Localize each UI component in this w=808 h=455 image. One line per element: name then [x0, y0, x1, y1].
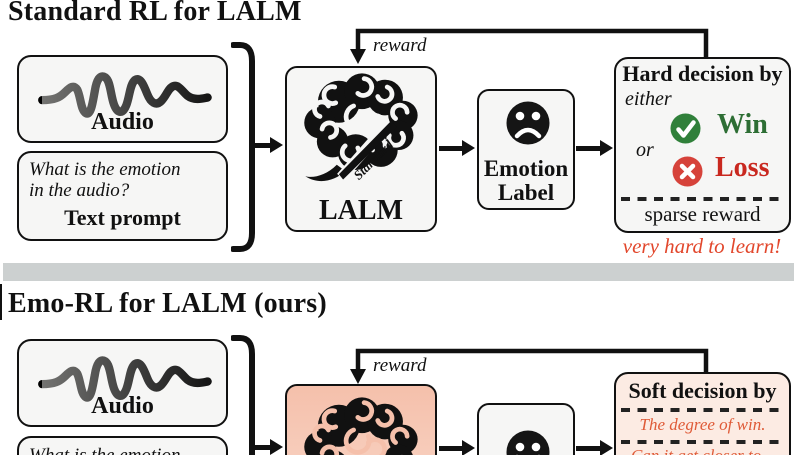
brain-icon [299, 394, 425, 455]
audio-box-top: Audio [17, 55, 228, 143]
arrow-emotion-to-decision-bottom [576, 446, 601, 451]
soft-line-1: The degree of win. [639, 415, 766, 434]
loss-label: Loss [715, 152, 770, 183]
prompt-line-2: in the audio? [29, 180, 130, 202]
either-label: either [625, 88, 672, 110]
emotion-label-line1: Emotion [483, 156, 569, 181]
hard-caption: very hard to learn! [622, 234, 782, 258]
arrow-input-to-lalm-bottom [250, 445, 271, 450]
section-title-standard-rl: Standard RL for LALM [8, 0, 302, 27]
win-label: Win [717, 109, 768, 140]
lalm-box-top: Standard LALM [285, 66, 437, 232]
arrow-emotion-to-decision-top [576, 146, 601, 151]
lalm-box-bottom [285, 384, 437, 455]
soft-divider-1 [621, 408, 784, 412]
section-divider [3, 263, 794, 281]
soft-decision-box: Soft decision by The degree of win. Can … [614, 372, 791, 455]
check-circle-icon [670, 113, 701, 144]
emotion-label-line2: Label [497, 180, 555, 206]
reward-loop-bottom [350, 348, 709, 384]
smile-face-icon [506, 430, 550, 455]
audio-label: Audio [91, 393, 154, 419]
lalm-label: LALM [319, 195, 403, 226]
sparse-reward-label: sparse reward [644, 202, 761, 226]
reward-label-top: reward [373, 35, 427, 56]
hard-decision-heading: Hard decision by [622, 61, 783, 86]
emotion-label-text: Emotion Label [479, 156, 573, 206]
text-prompt-box-top: What is the emotion in the audio? Text p… [17, 151, 228, 241]
reward-label-bottom: reward [373, 355, 427, 376]
input-bracket-bottom [231, 335, 255, 455]
arrow-lalm-to-emotion-top [439, 146, 463, 151]
soft-line-2: Can it get closer to... [616, 446, 789, 455]
sparse-reward-divider [621, 197, 784, 201]
or-label: or [636, 139, 654, 161]
prompt-label: Text prompt [64, 204, 181, 230]
arrow-lalm-to-emotion-bottom [439, 446, 463, 451]
sad-face-icon [506, 101, 550, 145]
section-title-emo-rl: Emo-RL for LALM (ours) [8, 288, 327, 319]
hard-decision-box: Hard decision by either Win or Loss spar… [614, 57, 791, 233]
audio-box-bottom: Audio [17, 339, 228, 427]
prompt-line-1: What is the emotion [29, 445, 216, 455]
soft-divider-2 [621, 440, 784, 444]
audio-label: Audio [91, 109, 154, 135]
arrow-input-to-lalm-top [250, 143, 271, 148]
prompt-line-1: What is the emotion [29, 159, 181, 180]
needle-icon [338, 120, 397, 180]
reward-loop-top [350, 28, 709, 64]
input-bracket-top [231, 42, 255, 252]
edge-artifact [0, 284, 2, 320]
x-circle-icon [672, 156, 703, 187]
emotion-label-box-bottom [477, 403, 575, 455]
emotion-label-box: Emotion Label [477, 89, 575, 210]
text-prompt-box-bottom: What is the emotion [17, 436, 228, 455]
soft-decision-heading: Soft decision by [628, 378, 777, 403]
brain-icon: Standard [299, 70, 425, 186]
